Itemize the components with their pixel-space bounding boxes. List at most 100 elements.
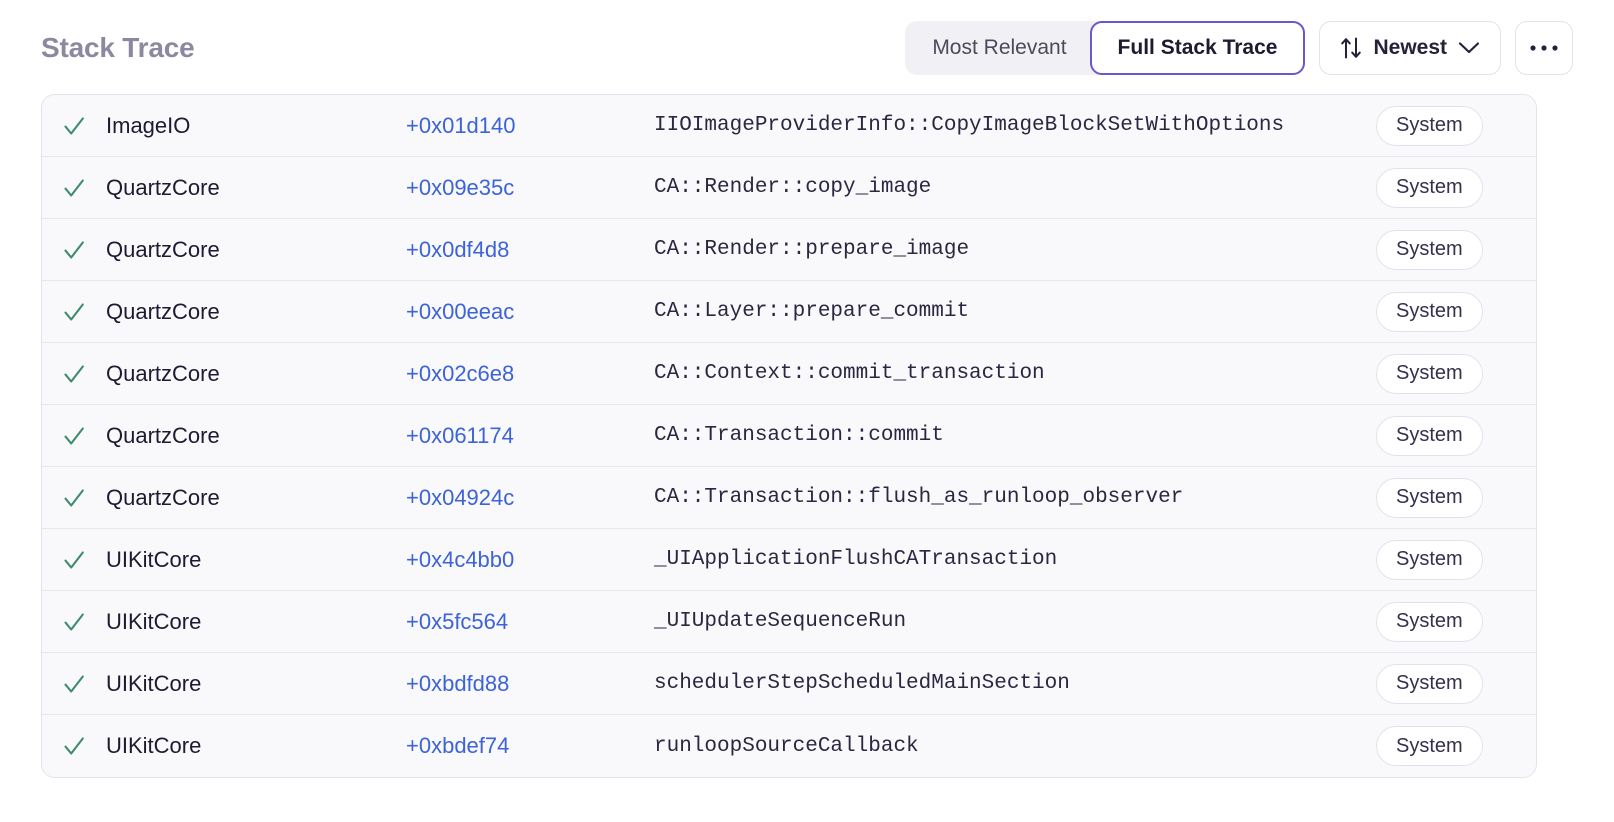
stack-frame-row[interactable]: UIKitCore +0xbdef74 runloopSourceCallback S… [42, 715, 1536, 777]
frame-module: ImageIO [106, 112, 191, 138]
frame-offset-link[interactable]: +0xbdfd88 [406, 670, 510, 696]
stack-frame-row[interactable]: QuartzCore +0x00eeac CA::Layer::prepare_co… [42, 281, 1536, 343]
frame-module: QuartzCore [106, 298, 220, 324]
frame-status-cell [42, 114, 106, 138]
frame-offset-link[interactable]: +0x0df4d8 [406, 236, 510, 262]
frame-origin-cell: System [1376, 167, 1536, 208]
stack-frame-row[interactable]: UIKitCore +0x5fc564 _UIUpdateSequenceRun Sy… [42, 591, 1536, 653]
check-icon [62, 424, 86, 448]
frame-module: QuartzCore [106, 360, 220, 386]
frame-status-cell [42, 238, 106, 262]
frame-function-name: CA::Render::copy_image [654, 176, 932, 199]
stack-frame-row[interactable]: ImageIO +0x01d140 IIOImageProviderInfo::Co… [42, 95, 1536, 157]
status-badge: System [1376, 353, 1483, 394]
frame-offset-link[interactable]: +0xbdef74 [406, 733, 510, 758]
frame-status-cell [42, 734, 106, 758]
check-icon [62, 672, 86, 696]
frame-status-cell [42, 176, 106, 200]
frame-status-cell [42, 548, 106, 572]
frame-origin-cell: System [1376, 353, 1536, 394]
frame-module: QuartzCore [106, 236, 220, 262]
frame-module: QuartzCore [106, 484, 220, 510]
frame-offset-link[interactable]: +0x01d140 [406, 112, 516, 138]
check-icon [62, 734, 86, 758]
frame-origin-cell: System [1376, 726, 1536, 766]
header-actions: Most Relevant Full Stack Trace Newest [905, 21, 1573, 75]
sort-dropdown-label: Newest [1373, 36, 1447, 59]
check-icon [62, 486, 86, 510]
frame-module: UIKitCore [106, 546, 202, 572]
tab-most-relevant[interactable]: Most Relevant [905, 21, 1102, 75]
status-badge: System [1376, 539, 1483, 580]
frame-offset-link[interactable]: +0x061174 [406, 422, 514, 448]
frame-offset-link[interactable]: +0x00eeac [406, 298, 515, 324]
frame-status-cell [42, 672, 106, 696]
status-badge: System [1376, 726, 1483, 766]
frame-origin-cell: System [1376, 105, 1536, 146]
frame-module: UIKitCore [106, 733, 202, 758]
frame-offset-link[interactable]: +0x02c6e8 [406, 360, 515, 386]
status-badge: System [1376, 167, 1483, 208]
frame-function-name: CA::Transaction::commit [654, 424, 944, 447]
frame-status-cell [42, 424, 106, 448]
frame-function-name: CA::Context::commit_transaction [654, 362, 1045, 385]
frame-module: QuartzCore [106, 174, 220, 200]
tab-full-stack-trace[interactable]: Full Stack Trace [1089, 21, 1306, 75]
frame-function-name: CA::Layer::prepare_commit [654, 300, 970, 323]
frame-offset-link[interactable]: +0x09e35c [406, 174, 515, 200]
status-badge: System [1376, 601, 1483, 642]
frame-status-cell [42, 610, 106, 634]
status-badge: System [1376, 415, 1483, 456]
stack-frame-row[interactable]: QuartzCore +0x0df4d8 CA::Render::prepare_i… [42, 219, 1536, 281]
frame-status-cell [42, 362, 106, 386]
stack-frame-row[interactable]: UIKitCore +0xbdfd88 schedulerStepScheduled… [42, 653, 1536, 715]
frame-origin-cell: System [1376, 229, 1536, 270]
frame-origin-cell: System [1376, 539, 1536, 580]
frame-module: QuartzCore [106, 422, 220, 448]
status-badge: System [1376, 229, 1483, 270]
frame-origin-cell: System [1376, 415, 1536, 456]
more-options-button[interactable] [1515, 21, 1573, 75]
frame-function-name: runloopSourceCallback [654, 734, 919, 758]
check-icon [62, 114, 86, 138]
ellipsis-horizontal-icon [1529, 44, 1559, 52]
frame-function-name: IIOImageProviderInfo::CopyImageBlockSetW… [654, 114, 1285, 137]
check-icon [62, 238, 86, 262]
frame-offset-link[interactable]: +0x4c4bb0 [406, 546, 515, 572]
stack-frame-list: ImageIO +0x01d140 IIOImageProviderInfo::Co… [41, 94, 1537, 778]
stack-frame-row[interactable]: QuartzCore +0x02c6e8 CA::Context::commit_t… [42, 343, 1536, 405]
frame-origin-cell: System [1376, 601, 1536, 642]
sort-dropdown[interactable]: Newest [1319, 21, 1501, 75]
sort-arrows-icon [1340, 36, 1362, 60]
panel-header: Stack Trace Most Relevant Full Stack Tra… [0, 0, 1614, 96]
frame-function-name: schedulerStepScheduledMainSection [654, 672, 1070, 695]
frame-function-name: CA::Transaction::flush_as_runloop_observ… [654, 486, 1184, 509]
frame-origin-cell: System [1376, 663, 1536, 704]
check-icon [62, 548, 86, 572]
frame-status-cell [42, 486, 106, 510]
frame-module: UIKitCore [106, 670, 202, 696]
status-badge: System [1376, 663, 1483, 704]
status-badge: System [1376, 477, 1483, 518]
status-badge: System [1376, 105, 1483, 146]
frame-function-name: _UIApplicationFlushCATransaction [654, 548, 1058, 571]
frame-function-name: _UIUpdateSequenceRun [654, 610, 907, 633]
frame-status-cell [42, 300, 106, 324]
status-badge: System [1376, 291, 1483, 332]
chevron-down-icon [1458, 41, 1480, 55]
stack-view-segmented-control[interactable]: Most Relevant Full Stack Trace [905, 21, 1306, 75]
check-icon [62, 362, 86, 386]
frame-offset-link[interactable]: +0x5fc564 [406, 608, 509, 634]
stack-frame-row[interactable]: QuartzCore +0x09e35c CA::Render::copy_imag… [42, 157, 1536, 219]
frame-offset-link[interactable]: +0x04924c [406, 484, 515, 510]
check-icon [62, 300, 86, 324]
stack-frame-row[interactable]: UIKitCore +0x4c4bb0 _UIApplicationFlushCAT… [42, 529, 1536, 591]
frame-origin-cell: System [1376, 477, 1536, 518]
frame-function-name: CA::Render::prepare_image [654, 238, 970, 261]
frame-module: UIKitCore [106, 608, 202, 634]
stack-frame-row[interactable]: QuartzCore +0x061174 CA::Transaction::comm… [42, 405, 1536, 467]
check-icon [62, 610, 86, 634]
frame-origin-cell: System [1376, 291, 1536, 332]
stack-frame-row[interactable]: QuartzCore +0x04924c CA::Transaction::flus… [42, 467, 1536, 529]
